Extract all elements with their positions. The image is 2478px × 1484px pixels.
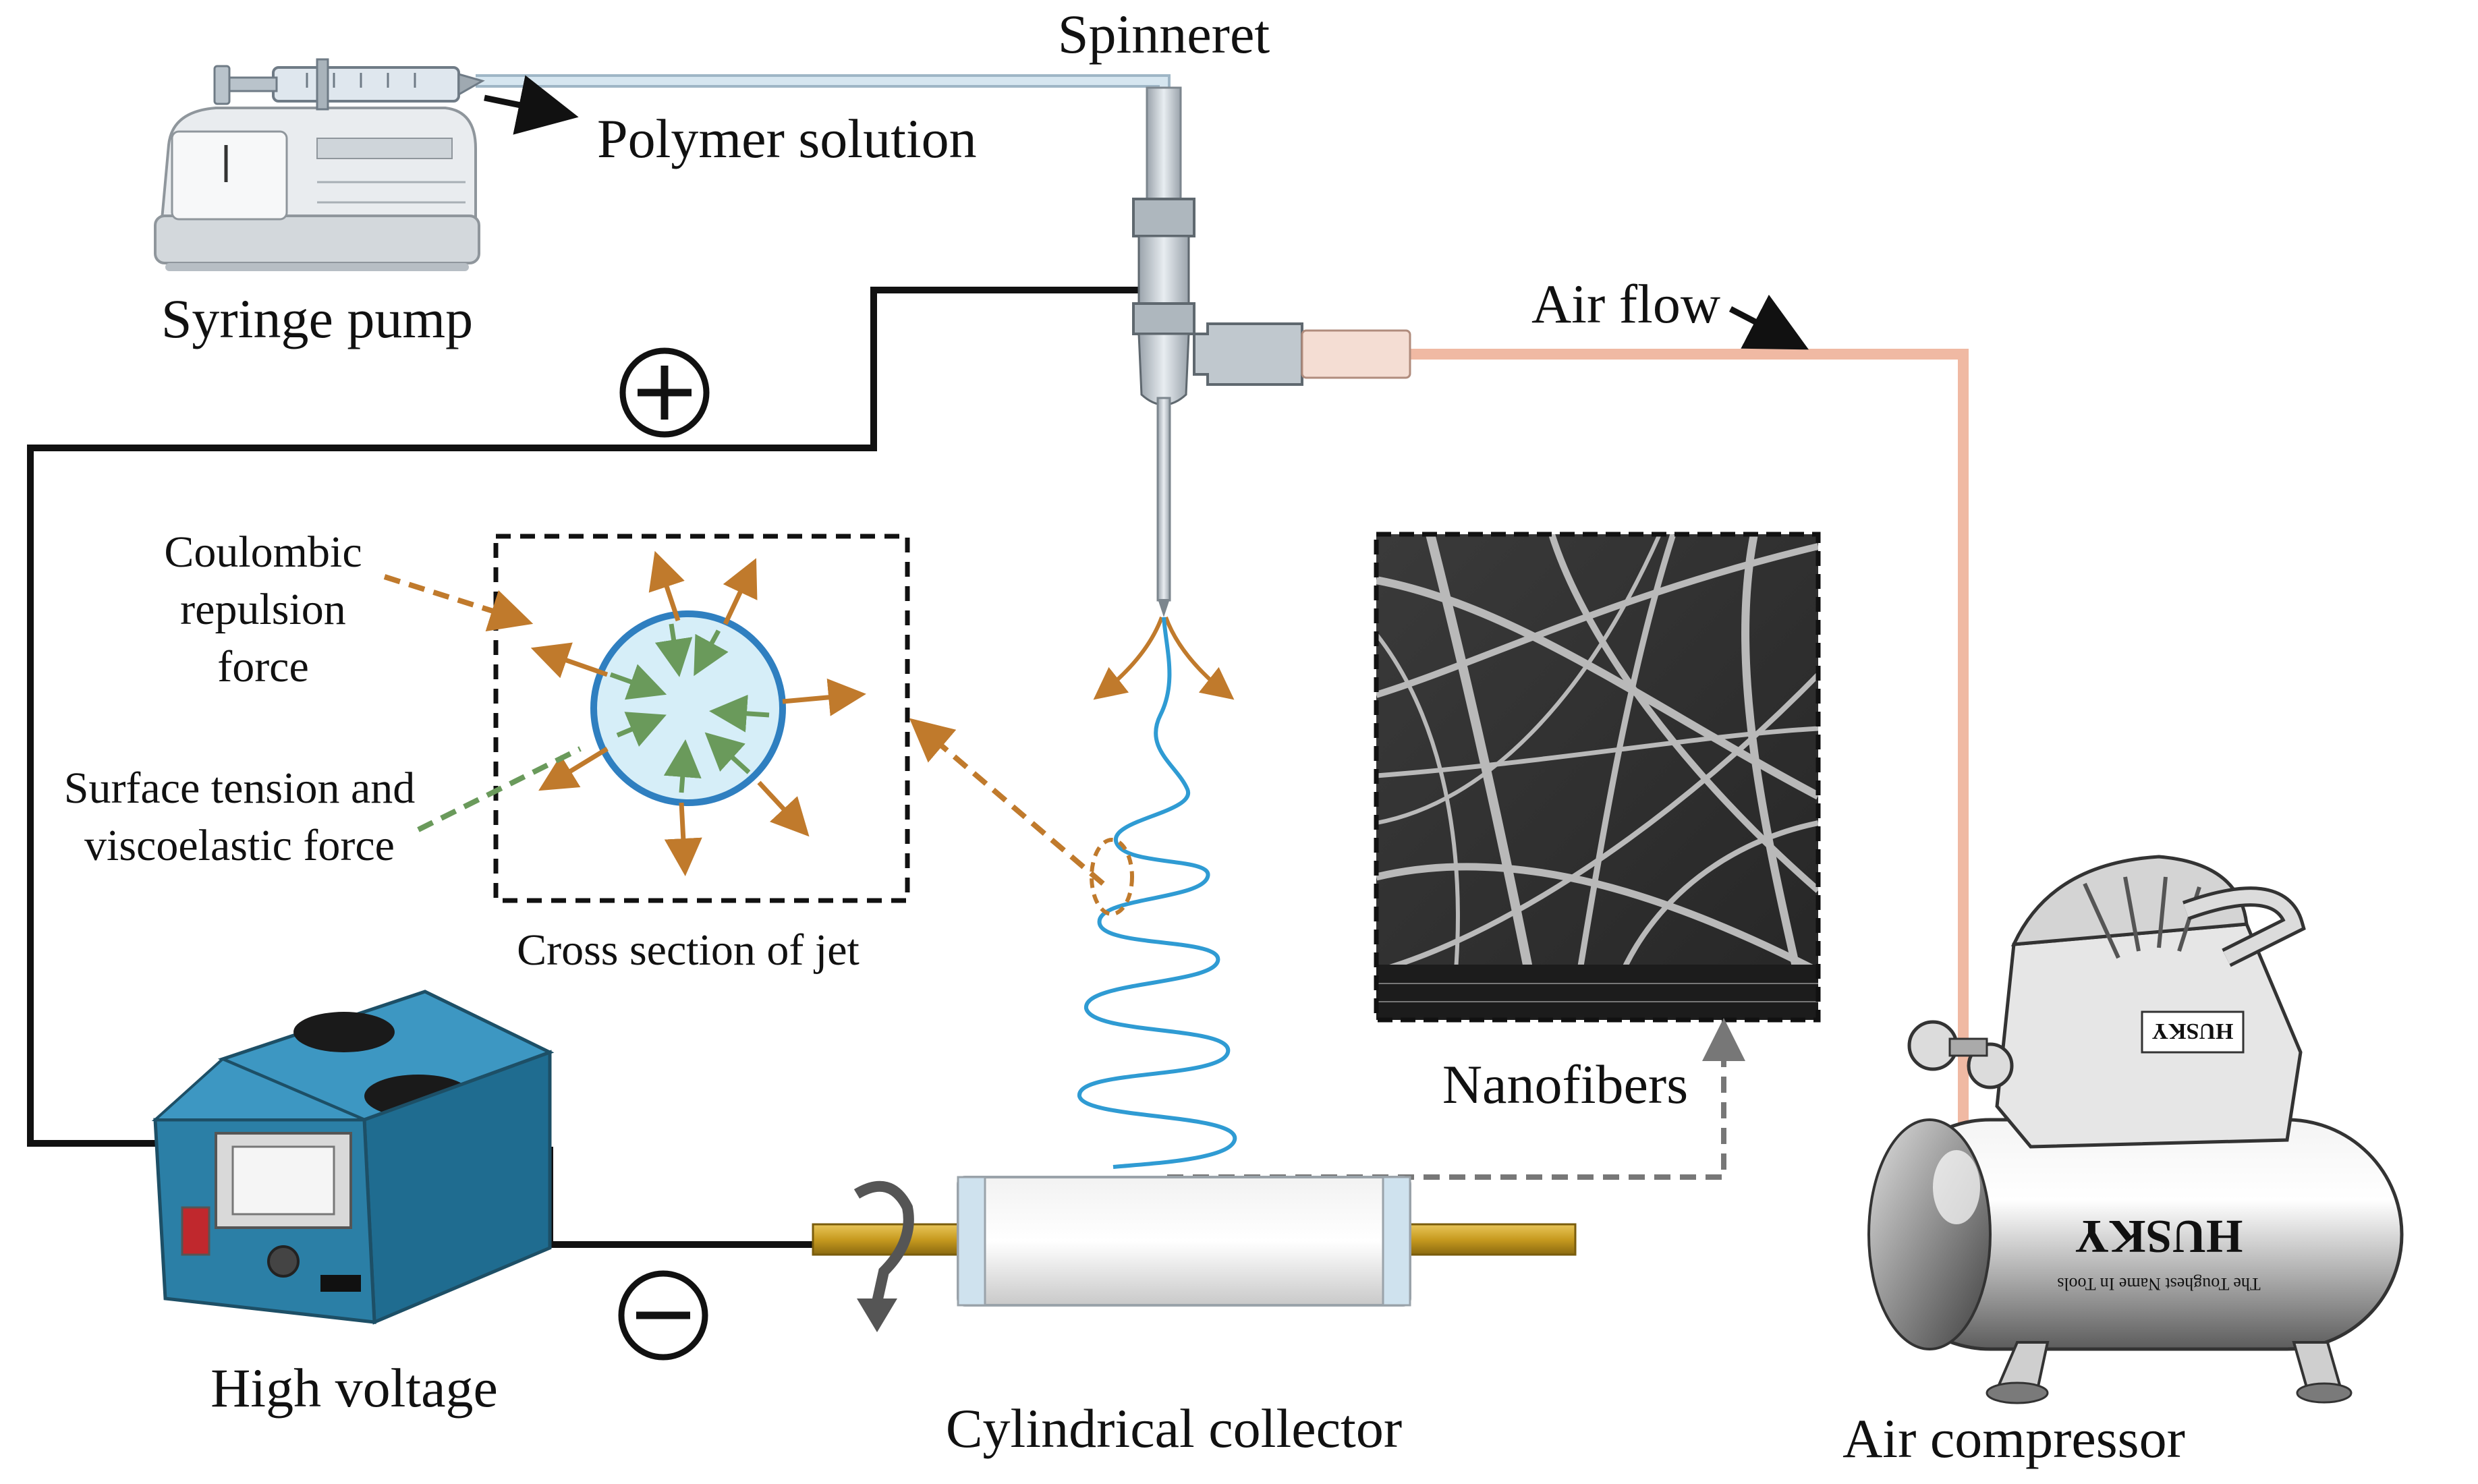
cylindrical-collector-label: Cylindrical collector (946, 1398, 1402, 1459)
coulombic-label-line3: force (217, 642, 309, 691)
nanofibers-label: Nanofibers (1442, 1054, 1688, 1115)
syringe (213, 58, 485, 111)
coulombic-label-line1: Coulombic (164, 527, 362, 577)
jet-to-section-leader (909, 718, 1105, 886)
minus-circle-icon (618, 1270, 708, 1361)
compressor-logo-small: HUSKY (2152, 1019, 2234, 1044)
cross-section-label: Cross section of jet (517, 925, 860, 975)
air-flow-label: Air flow (1531, 273, 1720, 335)
air-flow-arrows (1093, 616, 1164, 700)
polymer-solution-label: Polymer solution (597, 108, 977, 169)
spinneret-label: Spinneret (1058, 3, 1270, 65)
air-flow-arrow (1728, 294, 1809, 350)
polymer-jet (1077, 617, 1237, 1169)
surface-tension-leader (417, 746, 582, 832)
rotation-arrow-icon (853, 1180, 914, 1332)
polymer-solution-arrow (484, 75, 579, 135)
air-compressor: HUSKY HUSKY The Toughest Name In Tools (1867, 855, 2404, 1404)
spinneret (1132, 86, 1411, 617)
high-voltage-supply (151, 990, 555, 1325)
negative-wire (546, 1147, 813, 1248)
surface-tension-label-line2: viscoelastic force (84, 821, 395, 870)
plus-circle-icon (619, 347, 710, 438)
positive-wire (27, 287, 1140, 1147)
syringe-pump (154, 107, 480, 271)
syringe-pump-label: Syringe pump (161, 288, 473, 349)
air-tube (1410, 349, 1969, 1123)
compressor-tagline: The Toughest Name In Tools (2057, 1274, 2261, 1294)
cylindrical-collector (812, 1176, 1577, 1307)
air-compressor-label: Air compressor (1842, 1408, 2185, 1469)
surface-tension-label-line1: Surface tension and (64, 764, 416, 813)
compressor-logo: HUSKY (2075, 1210, 2243, 1262)
coulombic-leader (383, 574, 534, 631)
high-voltage-label: High voltage (210, 1357, 498, 1419)
nanofiber-sem-image (1374, 532, 1821, 1023)
coulombic-label-line2: repulsion (180, 585, 346, 634)
cross-section-box (493, 534, 910, 903)
